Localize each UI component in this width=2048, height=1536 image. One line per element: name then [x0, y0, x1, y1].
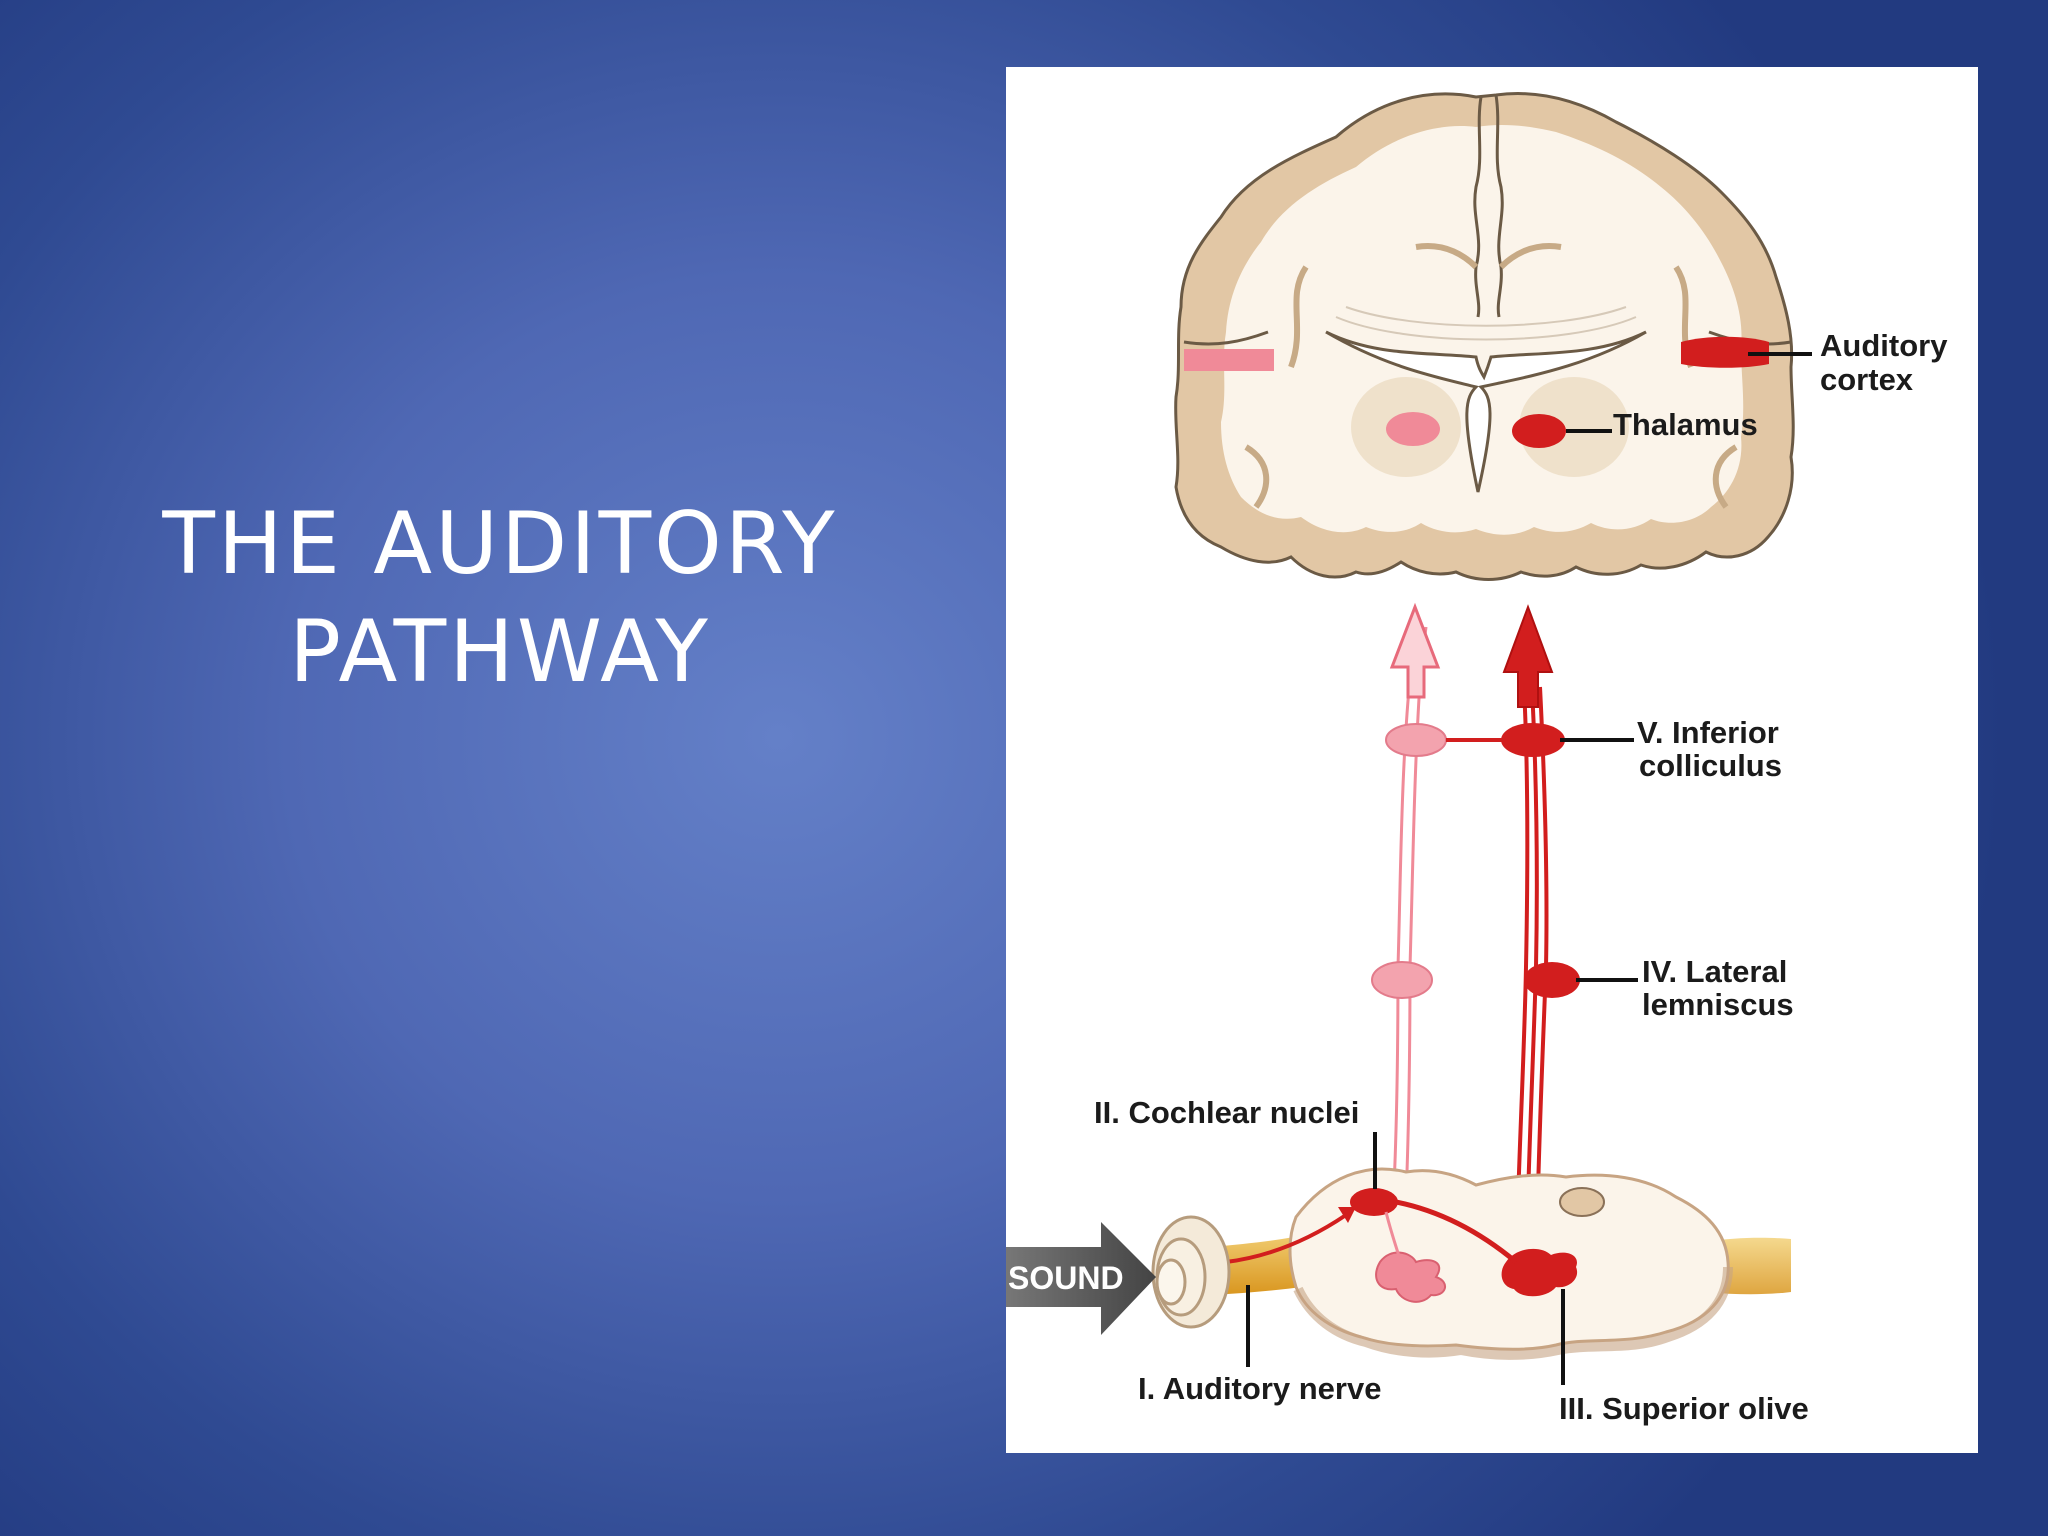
label-inferior-colliculus-line-1: V. Inferior [1637, 715, 1779, 750]
auditory-pathway-diagram: Auditory cortex Thalamus V. Inferior col… [1006, 92, 1948, 1426]
left-superior-olive [1375, 1251, 1446, 1303]
label-sound: SOUND [1008, 1260, 1124, 1296]
label-auditory-cortex-line-2: cortex [1820, 362, 1914, 397]
label-superior-olive: III. Superior olive [1559, 1391, 1809, 1426]
right-thalamus-nucleus [1512, 414, 1566, 448]
label-auditory-nerve: I. Auditory nerve [1138, 1371, 1381, 1406]
left-thalamus-nucleus [1386, 412, 1440, 446]
right-superior-olive [1501, 1248, 1578, 1297]
label-thalamus: Thalamus [1613, 407, 1758, 442]
dark-pathway-arrowhead [1502, 604, 1554, 708]
slide-title-line-2: PATHWAY [289, 602, 711, 702]
longitudinal-fissure-right [1494, 94, 1504, 318]
light-pathway-arrowhead [1389, 602, 1441, 699]
light-inferior-colliculus-node [1385, 723, 1447, 757]
label-inferior-colliculus-line-2: colliculus [1639, 748, 1782, 783]
brain-coronal-section [1174, 92, 1795, 581]
lateral-ventricles [1325, 330, 1647, 493]
cochlea-icon [1151, 1215, 1231, 1329]
auditory-pathway-figure: Auditory cortex Thalamus V. Inferior col… [1006, 67, 1978, 1453]
left-auditory-cortex [1184, 349, 1274, 371]
label-lateral-lemniscus-line-2: lemniscus [1642, 987, 1794, 1022]
label-auditory-cortex-line-1: Auditory [1820, 328, 1948, 363]
right-auditory-cortex [1681, 336, 1769, 368]
label-cochlear-nuclei: II. Cochlear nuclei [1094, 1095, 1359, 1130]
longitudinal-fissure [1473, 96, 1483, 318]
light-lateral-lemniscus-node [1371, 961, 1433, 999]
brainstem-section [1006, 1167, 1791, 1360]
slide-title: THE AUDITORY PATHWAY [70, 490, 930, 706]
dark-inferior-colliculus-node [1501, 723, 1565, 757]
sound-arrow-icon [1006, 1222, 1156, 1335]
cochlear-nucleus [1350, 1188, 1398, 1216]
dark-lateral-lemniscus-node [1524, 962, 1580, 998]
slide-title-line-1: THE AUDITORY [162, 494, 838, 594]
label-lateral-lemniscus-line-1: IV. Lateral [1642, 954, 1787, 989]
